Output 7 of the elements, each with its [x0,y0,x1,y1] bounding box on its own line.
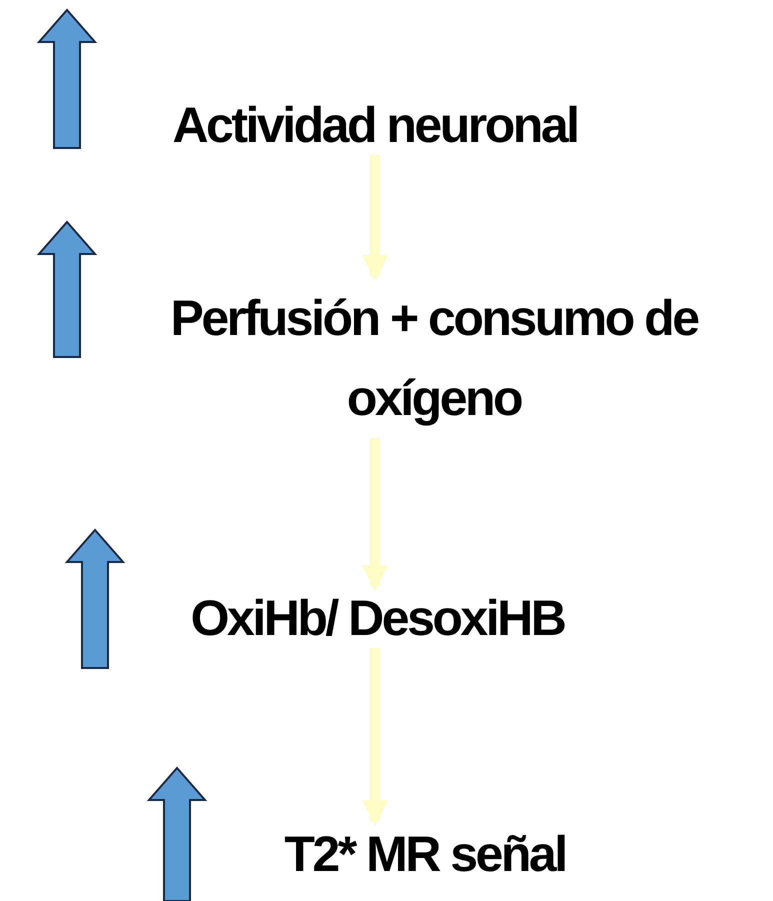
arrow [362,438,388,592]
step-text: T2* MR señal [284,825,566,884]
arrow [362,648,388,826]
arrow [362,155,388,282]
step-text: Actividad neuronal [172,96,578,155]
step-text: OxiHb/ DesoxiHB [190,589,564,648]
step-text: Perfusión + consumo de oxígeno [169,289,700,428]
